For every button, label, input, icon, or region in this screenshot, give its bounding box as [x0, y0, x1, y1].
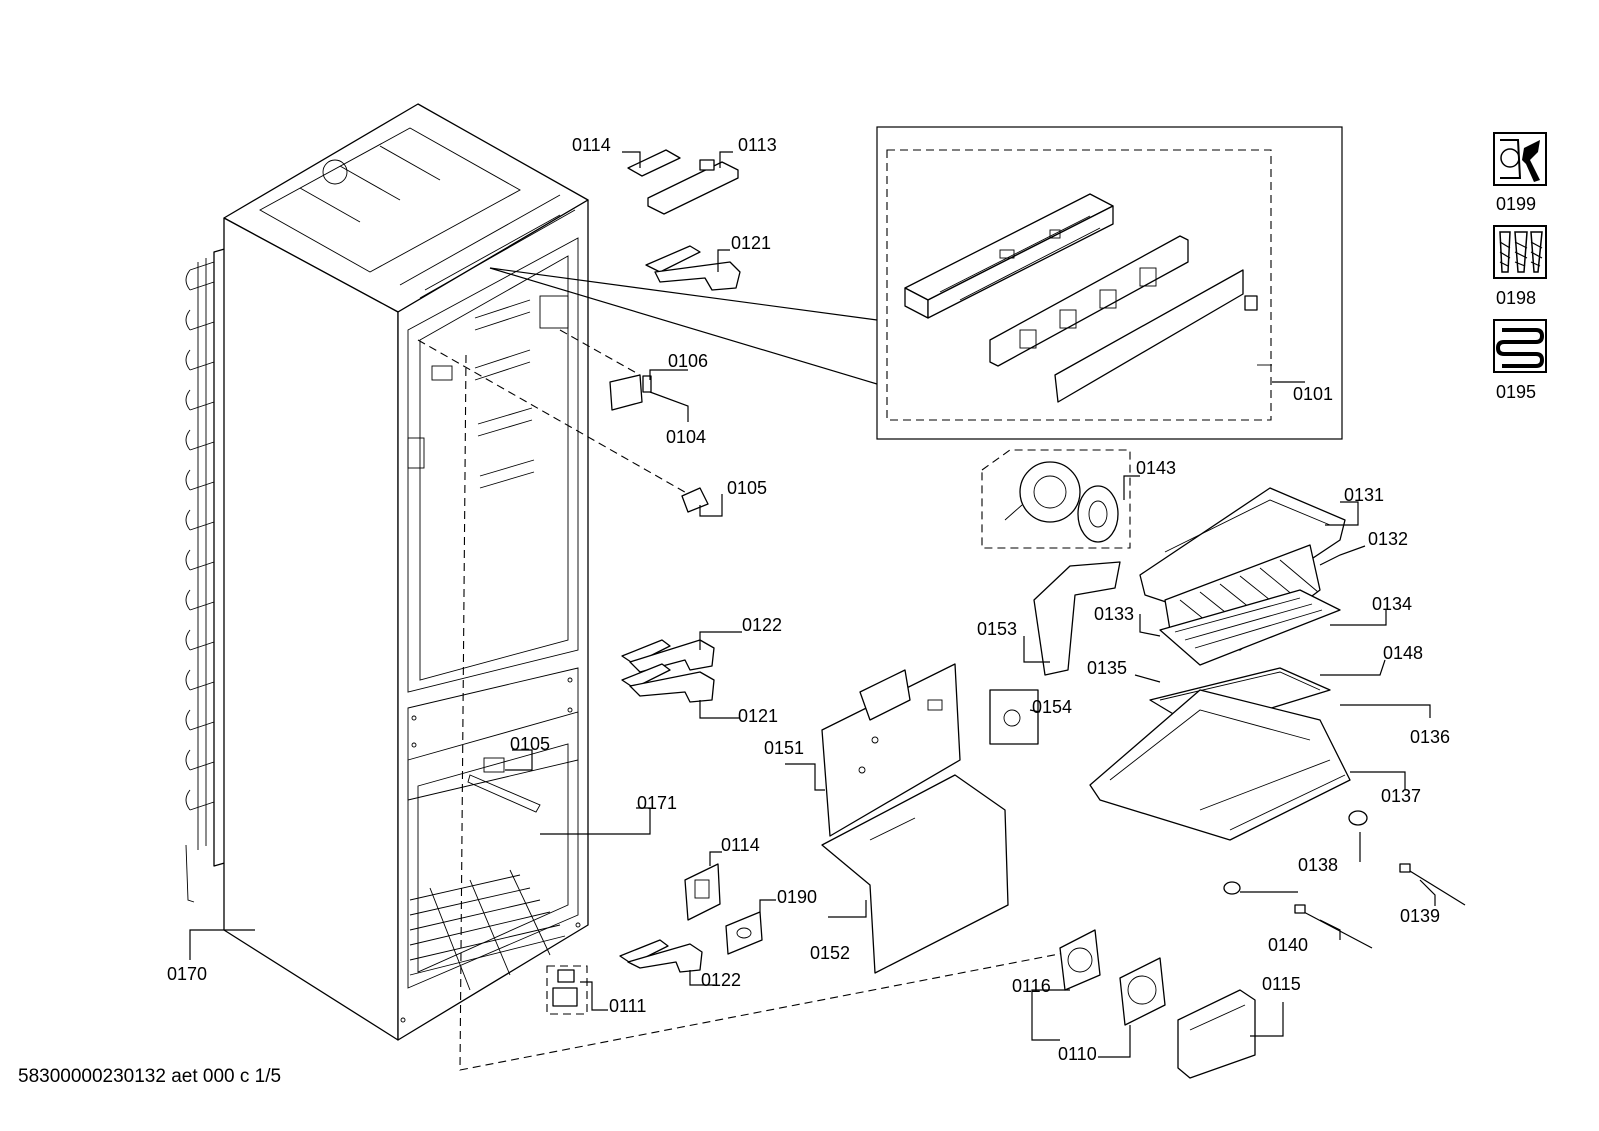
- callout-0114-bottom: 0114: [721, 835, 760, 855]
- fridge-cabinet: [223, 103, 589, 1041]
- callout-0190: 0190: [777, 887, 817, 907]
- callout-0104: 0104: [666, 427, 706, 447]
- callout-0136: 0136: [1410, 727, 1450, 747]
- callout-0105-top: 0105: [727, 478, 767, 498]
- hinge-0122-bottom: [619, 939, 703, 973]
- heater-0134-0133: [1159, 589, 1341, 666]
- assembly-guide-lines: [417, 329, 1091, 1071]
- insulation-0152: [821, 774, 1009, 974]
- legend-label-0199: 0199: [1496, 194, 1536, 214]
- callout-0135: 0135: [1087, 658, 1127, 678]
- control-module-inset: [489, 126, 1343, 440]
- callout-0151: 0151: [764, 738, 804, 758]
- callout-0137: 0137: [1381, 786, 1421, 806]
- rear-panel-0151: [821, 663, 961, 837]
- callout-0139: 0139: [1400, 906, 1440, 926]
- callout-0154: 0154: [1032, 697, 1072, 717]
- fan-0143: [981, 449, 1131, 549]
- callout-0138: 0138: [1298, 855, 1338, 875]
- callout-0105-bottom: 0105: [510, 734, 550, 754]
- hinge-0121-top: [645, 245, 741, 291]
- lamp-0105: [681, 487, 709, 513]
- callout-0111: 0111: [609, 996, 646, 1016]
- callout-0133: 0133: [1094, 604, 1134, 624]
- callout-0122-bottom: 0122: [701, 970, 741, 990]
- control-0114-bottom: [684, 863, 721, 921]
- callout-0106: 0106: [668, 351, 708, 371]
- callout-0143: 0143: [1136, 458, 1176, 478]
- callout-0153: 0153: [977, 619, 1017, 639]
- legend-icons: 0199 0198 0195: [1493, 132, 1547, 402]
- heater-coil-icon: [1493, 319, 1547, 373]
- parts-0111: [546, 965, 588, 1015]
- callout-0122-middle: 0122: [742, 615, 782, 635]
- cover-0190: [725, 911, 763, 955]
- callout-0134: 0134: [1372, 594, 1412, 614]
- fan-housing-0115: [1177, 989, 1256, 1079]
- screws-icon: [1493, 225, 1547, 279]
- legend-label-0198: 0198: [1496, 288, 1536, 308]
- callout-0132: 0132: [1368, 529, 1408, 549]
- callout-0116: 0116: [1012, 976, 1051, 996]
- document-code: 58300000230132 aet 000 c 1/5: [18, 1066, 282, 1087]
- fan-motor-0116-0110: [1059, 929, 1166, 1026]
- tool-wrench-icon: [1493, 132, 1547, 186]
- callout-0113: 0113: [738, 135, 777, 155]
- callout-0101: 0101: [1293, 384, 1333, 404]
- callout-0110: 0110: [1058, 1044, 1097, 1064]
- legend-label-0195: 0195: [1496, 382, 1536, 402]
- condenser-coil: [185, 247, 229, 903]
- callout-labels: 0114 0113 0121 0106 0104 0105 0101 0143 …: [167, 135, 1450, 1064]
- top-cover-0114-0113: [627, 149, 739, 215]
- callout-0170: 0170: [167, 964, 207, 984]
- callout-0115: 0115: [1262, 974, 1301, 994]
- leader-lines: [189, 151, 1436, 1058]
- evaporator-cover-0131: [1139, 487, 1346, 621]
- callout-0148: 0148: [1383, 643, 1423, 663]
- callout-0121-top: 0121: [731, 233, 771, 253]
- callout-0171: 0171: [637, 793, 677, 813]
- sensor-cover-0104-0106: [609, 374, 652, 411]
- callout-0152: 0152: [810, 943, 850, 963]
- duct-0153: [1033, 561, 1121, 676]
- sensors-0138-0139-0140: [1223, 810, 1466, 949]
- hinge-0122-0121-middle: [621, 639, 715, 703]
- callout-0121-middle: 0121: [738, 706, 778, 726]
- callout-0140: 0140: [1268, 935, 1308, 955]
- damper-0154: [989, 689, 1039, 745]
- drain-tray-0136-0137: [1089, 689, 1351, 841]
- callout-0131: 0131: [1344, 485, 1384, 505]
- callout-0114-top: 0114: [572, 135, 611, 155]
